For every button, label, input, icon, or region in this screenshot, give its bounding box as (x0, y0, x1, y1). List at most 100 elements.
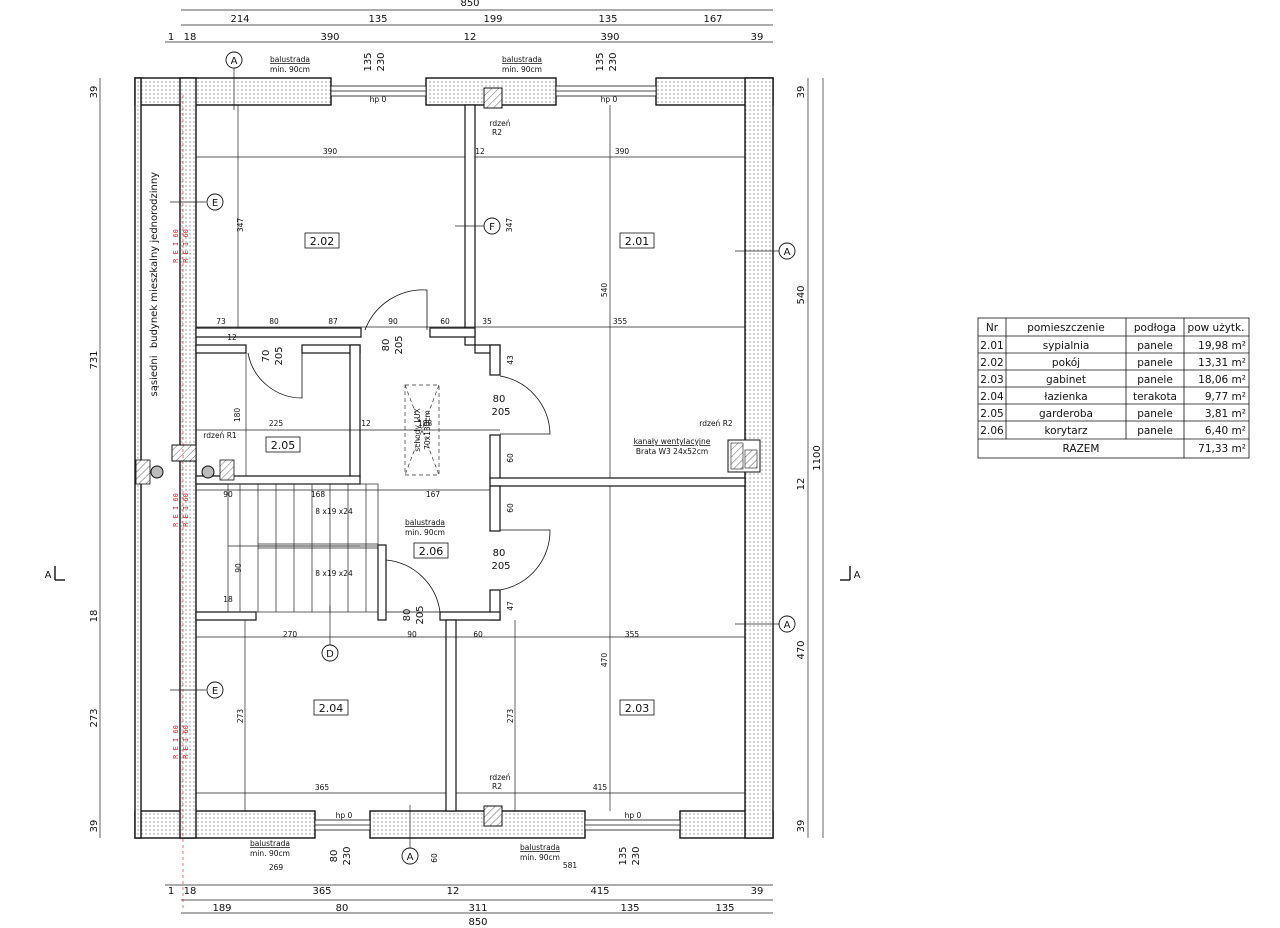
window4-h: 230 (631, 846, 642, 865)
section-marker-right: A (854, 570, 861, 581)
internal-walls (195, 104, 746, 812)
door1-w: 80 (381, 339, 392, 352)
table-cell: korytarz (1044, 425, 1088, 437)
table-cell: terakota (1133, 391, 1177, 403)
dim-right-5: 39 (796, 820, 807, 833)
interior-dimensions: 390 347 390 12 347 540 73 80 87 90 60 35… (216, 147, 639, 872)
room-dimension-lines (196, 105, 745, 811)
door4-w: 80 (493, 548, 506, 559)
table-cell: 3,81 m² (1205, 408, 1246, 420)
rei-label-3: R E I 60 (172, 493, 180, 527)
balustrade-min-4: min. 90cm (250, 849, 290, 858)
axis-e-2: E (212, 686, 218, 697)
staircase (227, 483, 379, 613)
dim-right-4: 470 (796, 640, 807, 659)
door-fractions: 80 205 70 205 80 205 80 205 80 205 135 2… (261, 52, 642, 865)
dim-right-3: 12 (796, 478, 807, 491)
dim-bot-in-3: 365 (312, 886, 331, 897)
dim-2-03-height: 273 (506, 709, 515, 724)
dim-202-b1: 73 (216, 317, 226, 326)
dim-60b: 60 (506, 503, 515, 513)
window4-w: 135 (618, 846, 629, 865)
dim-hall-90: 90 (407, 630, 417, 639)
hp0-2: hp 0 (601, 95, 618, 104)
dim-201-b2: 355 (613, 317, 628, 326)
balustrade-label-4: balustrada (250, 839, 290, 848)
table-cell: 18,06 m² (1198, 374, 1246, 386)
chimney-blocks (135, 87, 761, 827)
dim-right-2: 540 (796, 285, 807, 304)
dim-60a: 60 (506, 453, 515, 463)
dim-top-2: 135 (368, 14, 387, 25)
axis-d-1: D (326, 649, 334, 660)
axis-e-1: E (212, 198, 218, 209)
door5-h: 205 (415, 605, 426, 624)
dim-bot-1: 189 (212, 903, 231, 914)
window2-h: 230 (608, 52, 619, 71)
dim-hall-355: 355 (625, 630, 640, 639)
r2-label-2: R2 (492, 782, 502, 791)
dim-2-03-width: 415 (593, 783, 608, 792)
axis-markers (170, 51, 796, 865)
dim-left-5: 39 (89, 820, 100, 833)
dim-bot-4: 135 (620, 903, 639, 914)
window1-w: 135 (363, 52, 374, 71)
balustrade-min-2: min. 90cm (502, 65, 542, 74)
dim-right-total: 1100 (812, 445, 823, 470)
table-cell: 6,40 m² (1205, 425, 1246, 437)
room-label-2-06: 2.06 (419, 545, 444, 558)
axis-a-1: A (231, 56, 238, 67)
hp0-4: hp 0 (625, 811, 642, 820)
stairs-label-2: 8 x19 x24 (315, 569, 353, 578)
dim-hall-60: 60 (473, 630, 483, 639)
dim-bot-5: 135 (715, 903, 734, 914)
dim-2-01-width: 390 (615, 147, 630, 156)
dim-18: 18 (223, 595, 233, 604)
door2-w: 70 (261, 350, 272, 363)
table-cell: 2.04 (980, 391, 1004, 403)
dim-bot-total: 850 (468, 917, 487, 928)
room-label-2-04: 2.04 (319, 702, 344, 715)
section-marker-left: A (45, 570, 52, 581)
table-cell: łazienka (1044, 391, 1087, 403)
dim-12: 12 (227, 333, 237, 342)
rei-label-2: R E I 60 (182, 229, 190, 263)
dim-90-stair: 90 (223, 490, 233, 499)
dim-bot-in-2: 18 (184, 886, 197, 897)
table-cell: garderoba (1039, 408, 1093, 420)
table-cell: gabinet (1046, 374, 1086, 386)
neighbour-label-2: sąsiedni (149, 356, 160, 397)
dim-top-3: 199 (483, 14, 502, 25)
door2-h: 205 (274, 346, 285, 365)
balustrade-label-3: balustrada (405, 518, 445, 527)
window3-h: 230 (342, 846, 353, 865)
room-labels: 2.02 2.01 2.05 2.06 2.04 2.03 (265, 232, 655, 716)
dim-left-4: 273 (89, 708, 100, 727)
table-header-nr: Nr (986, 322, 999, 334)
door1-h: 205 (394, 335, 405, 354)
dim-top-1: 214 (230, 14, 249, 25)
dim-202-b5: 60 (440, 317, 450, 326)
rei-label-5: R E I 60 (172, 725, 180, 759)
rdzen-r1-label: rdzeń R1 (203, 431, 237, 440)
dim-2-01-gap: 12 (475, 147, 485, 156)
dim-2-05-height: 180 (233, 408, 242, 423)
dim-2-02-width: 390 (323, 147, 338, 156)
dim-201-b1: 35 (482, 317, 492, 326)
dim-top-in-3: 390 (320, 32, 339, 43)
dim-47: 47 (506, 601, 515, 611)
table-header-floor: podłoga (1134, 322, 1176, 334)
hp0-1: hp 0 (370, 95, 387, 104)
axis-a-2: A (784, 247, 791, 258)
dim-202-b2: 80 (269, 317, 279, 326)
dim-167: 167 (426, 490, 441, 499)
dim-top-in-6: 39 (751, 32, 764, 43)
dim-2-05-gap: 12 (361, 419, 371, 428)
dim-top-in-2: 18 (184, 32, 197, 43)
door4-h: 205 (491, 561, 510, 572)
window1-h: 230 (376, 52, 387, 71)
room-label-2-02: 2.02 (310, 235, 335, 248)
balustrade-min-5: min. 90cm (520, 853, 560, 862)
table-cell: 2.02 (980, 357, 1003, 369)
outer-dimension-lines (99, 9, 824, 914)
